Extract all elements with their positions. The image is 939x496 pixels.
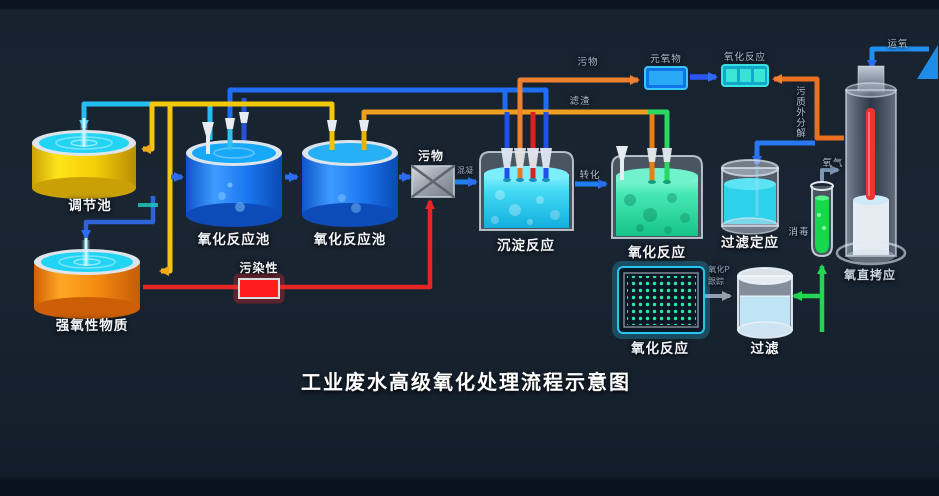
label-oxidation-p-1: 氧化P xyxy=(708,265,730,274)
tank-filter-settle xyxy=(721,159,779,235)
tank-regulating-pool xyxy=(32,118,136,199)
pipe-orange-top xyxy=(517,75,640,150)
label-disinfect: 消毒 xyxy=(788,227,810,238)
label-oxidation-box-top: 氧化反应 xyxy=(723,52,767,63)
tank-oxidation-pool-2 xyxy=(302,120,398,227)
label-external-decompose: 污质外分解 xyxy=(793,86,805,139)
pipe-blue-long xyxy=(227,87,549,142)
label-pollutant-box: 污染性 xyxy=(239,261,279,275)
label-coagulation: 混凝 xyxy=(457,166,473,175)
label-oxide-box: 元氧物 xyxy=(650,54,682,65)
column-reactor xyxy=(835,65,907,266)
test-tube xyxy=(810,181,834,258)
pipe-column-top xyxy=(867,46,929,70)
label-oxidation-p-2: 跟踪 xyxy=(708,277,724,286)
pipe-blue-filter-feed xyxy=(752,140,815,166)
tank-sediment-reaction xyxy=(479,112,574,231)
dotted-reactor xyxy=(612,261,710,339)
tank-oxidation-green xyxy=(611,114,703,239)
filter-cylinder xyxy=(737,267,793,339)
pipe-blue-into-oxidant xyxy=(81,196,156,240)
label-dotted-reactor: 氧化反应 xyxy=(631,341,689,356)
tank-oxidation-pool-1 xyxy=(186,112,282,227)
label-top-pollutant: 污物 xyxy=(577,57,599,68)
label-oxidation-green: 氧化反应 xyxy=(628,245,686,260)
label-oxidation-pool-1: 氧化反应池 xyxy=(197,232,271,247)
label-sludge-box: 污物 xyxy=(417,149,445,163)
label-transport: 运氧 xyxy=(887,39,909,50)
pipe-yellow-branch xyxy=(159,104,173,276)
label-sediment-reaction: 沉淀反应 xyxy=(497,238,555,253)
label-transform: 转化 xyxy=(579,170,601,181)
label-filter-settle: 过滤定应 xyxy=(721,235,779,250)
tank-strong-oxidant xyxy=(34,238,140,319)
corner-arrow xyxy=(917,45,938,79)
sludge-box xyxy=(411,164,455,199)
pipe-oxygen xyxy=(820,165,840,183)
page-title: 工业废水高级氧化处理流程示意图 xyxy=(301,372,631,394)
label-oxidation-pool-2: 氧化反应池 xyxy=(313,232,387,247)
oxide-box xyxy=(644,66,688,90)
pipe-orange-right xyxy=(772,74,844,141)
label-oxygen: 氧气 xyxy=(822,158,844,169)
label-regulating-pool: 调节池 xyxy=(68,198,112,213)
label-column-reactor: 氧直拷应 xyxy=(843,268,897,282)
label-filter-cylinder: 过滤 xyxy=(750,341,780,356)
label-strong-oxidant: 强氧性物质 xyxy=(55,318,129,333)
pipe-yellow-return xyxy=(141,101,335,154)
oxidation-box-top xyxy=(721,64,769,87)
label-filtrate: 滤渣 xyxy=(569,96,591,107)
pollutant-red-box xyxy=(233,273,285,304)
